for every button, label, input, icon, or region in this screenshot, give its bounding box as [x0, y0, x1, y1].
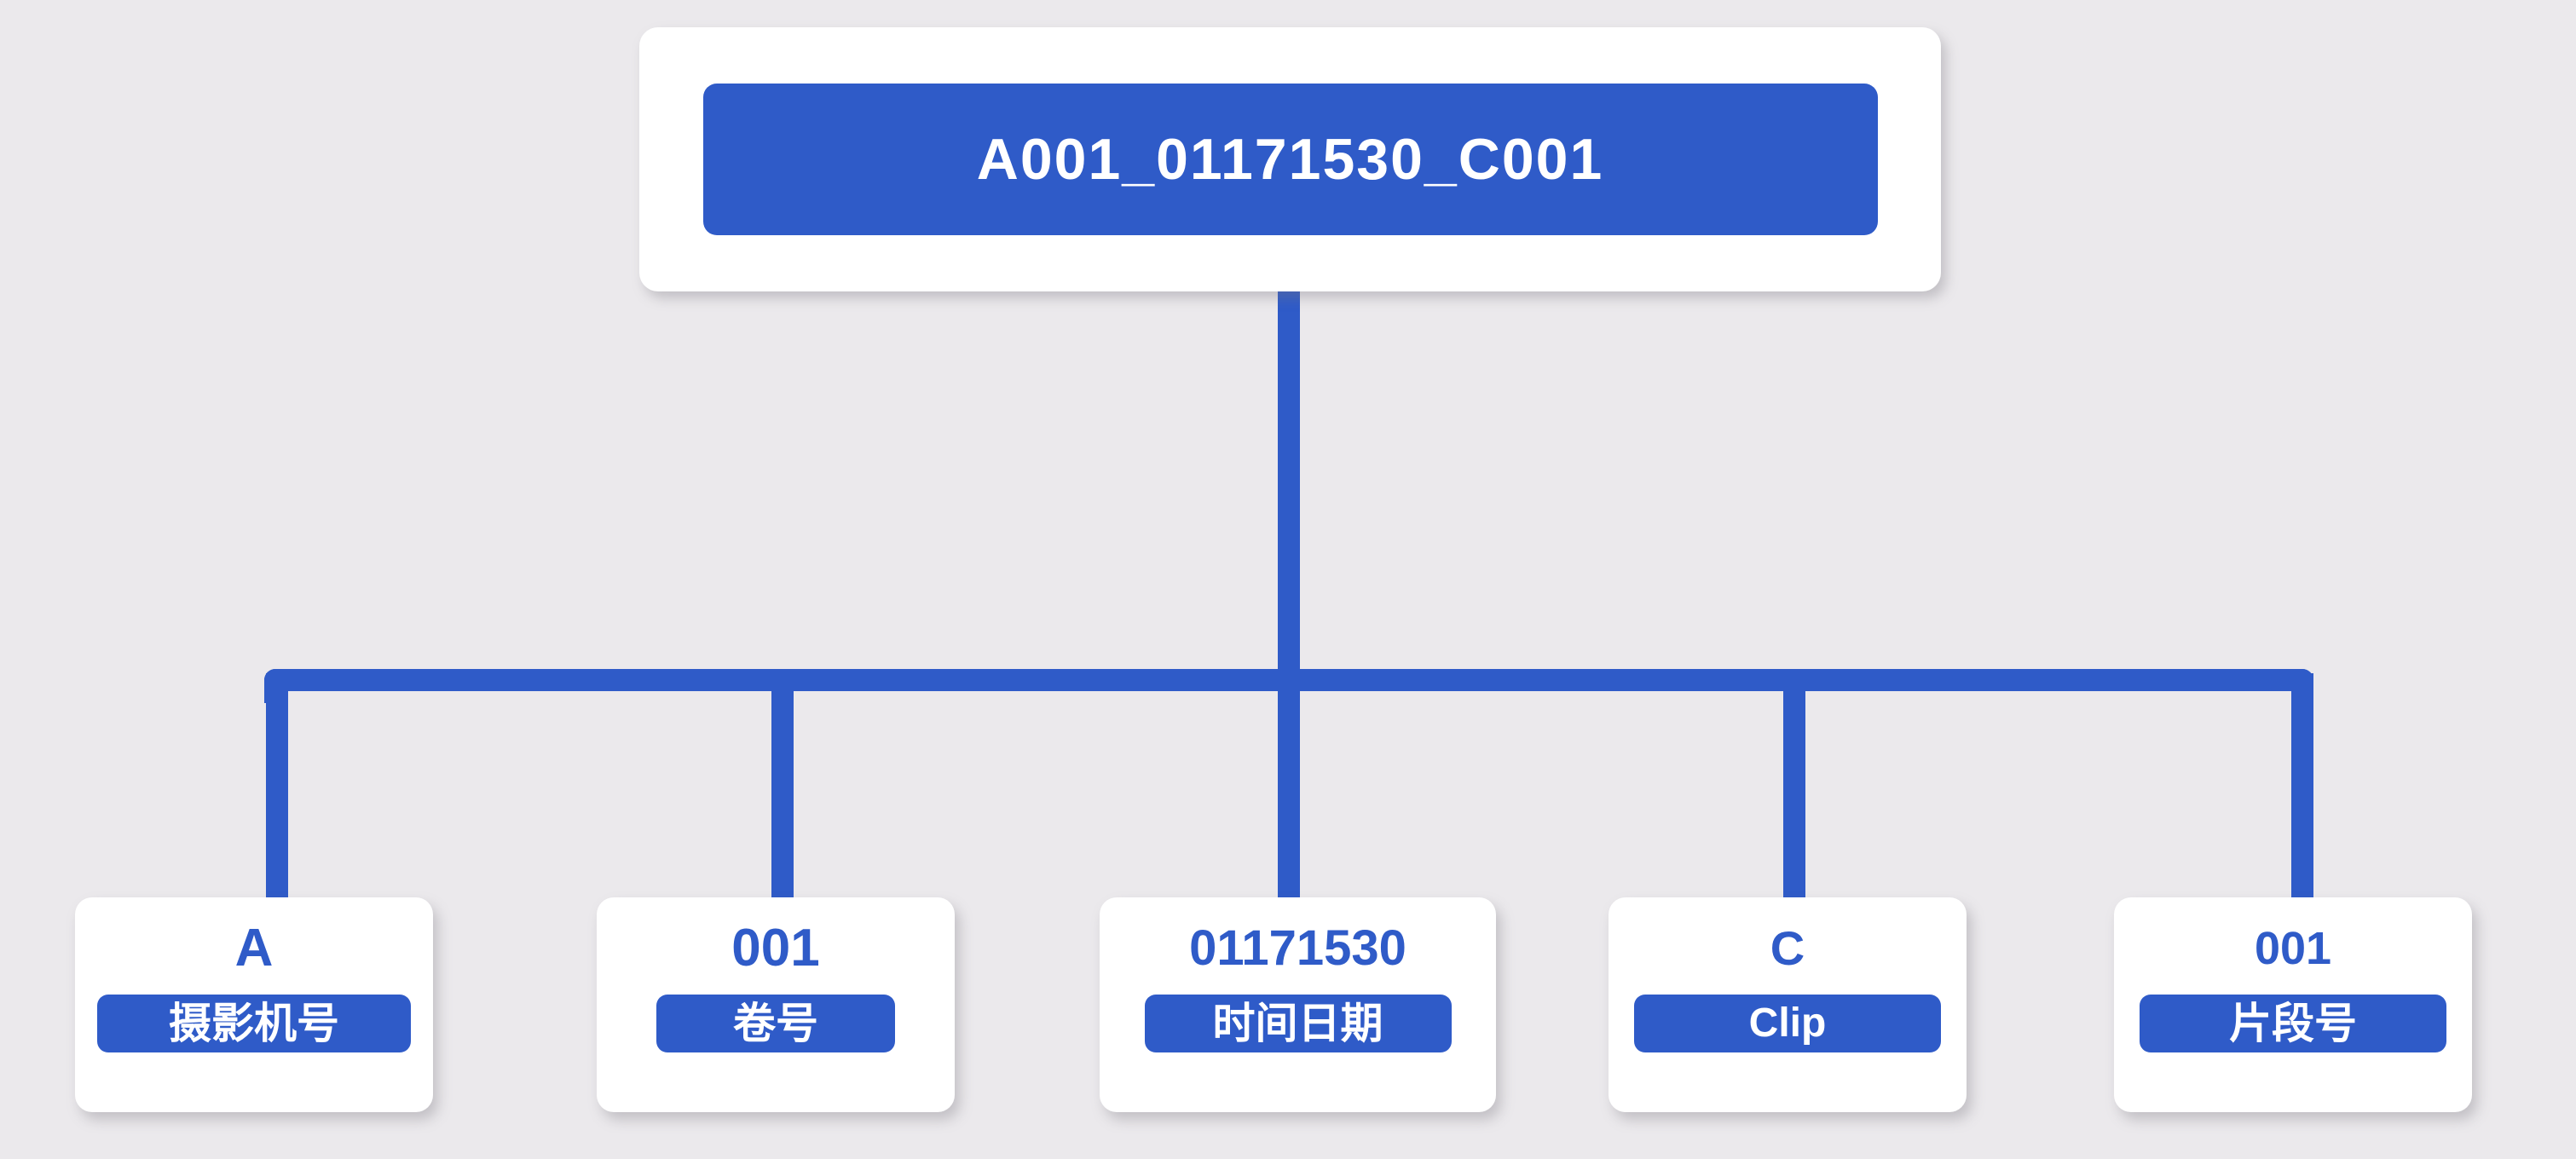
child-value: 001	[731, 919, 820, 978]
child-value: 001	[2254, 922, 2332, 974]
connector-root-stem	[1278, 281, 1300, 680]
child-label: Clip	[1634, 995, 1941, 1052]
child-node-camera-number: A 摄影机号	[75, 897, 433, 1112]
child-node-reel-number: 001 卷号	[597, 897, 955, 1112]
connector-stub-1	[266, 673, 288, 908]
connector-stub-3	[1278, 673, 1300, 908]
child-node-date-time: 01171530 时间日期	[1100, 897, 1496, 1112]
root-node-card: A001_01171530_C001	[639, 27, 1941, 291]
child-label: 片段号	[2140, 995, 2446, 1052]
child-node-clip-number: 001 片段号	[2114, 897, 2472, 1112]
connector-stub-4	[1783, 673, 1805, 908]
child-label: 时间日期	[1144, 995, 1452, 1052]
child-label: 摄影机号	[97, 995, 411, 1052]
connector-stub-2	[771, 673, 794, 908]
root-node-filename: A001_01171530_C001	[702, 84, 1878, 235]
connector-stub-5	[2291, 673, 2313, 908]
child-node-clip: C Clip	[1609, 897, 1967, 1112]
child-value: 01171530	[1189, 920, 1406, 976]
child-label: 卷号	[656, 995, 895, 1052]
child-value: A	[234, 919, 274, 978]
child-value: C	[1770, 920, 1805, 975]
